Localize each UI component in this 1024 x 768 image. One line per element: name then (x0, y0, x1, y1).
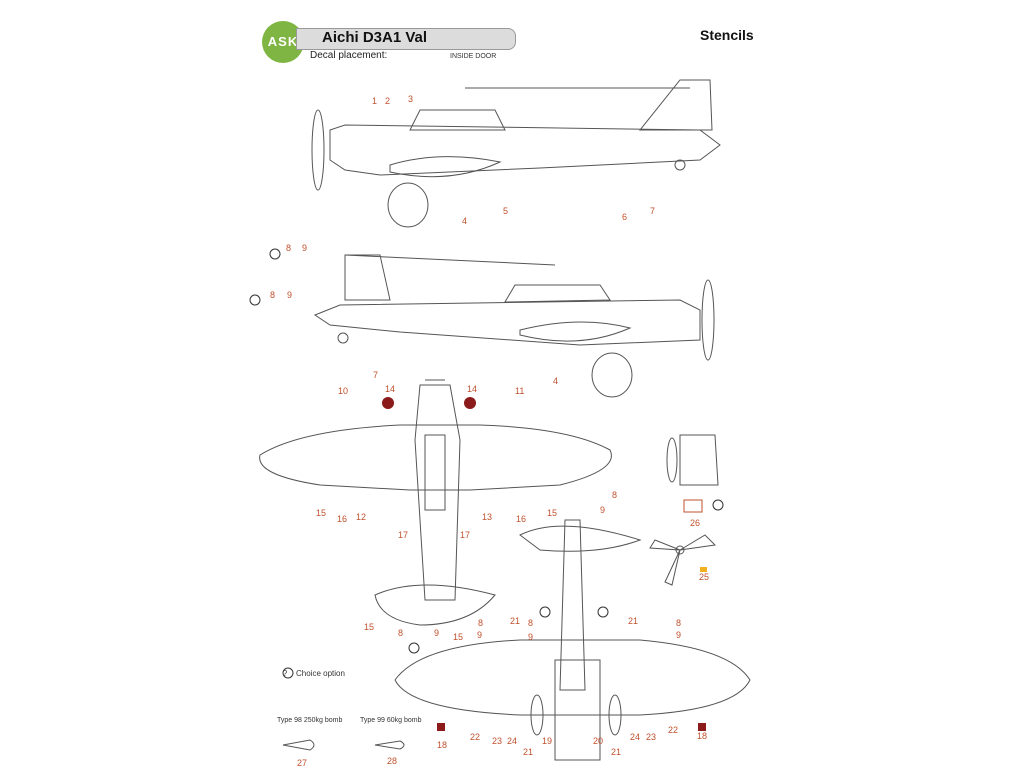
callout: 12 (356, 512, 366, 522)
callout: 22 (668, 725, 678, 735)
callout: 11 (515, 386, 524, 396)
callout: 8 (398, 628, 403, 638)
callout: 15 (364, 622, 374, 632)
callout: 5 (503, 206, 508, 216)
callout: 9 (434, 628, 439, 638)
callout: 9 (676, 630, 681, 640)
marking-18-left (437, 723, 445, 731)
bomb-250kg-number: 27 (297, 758, 307, 768)
callout: 9 (302, 243, 307, 253)
hinomaru-right (464, 397, 476, 409)
bomb-60kg (374, 740, 405, 750)
choice-option-label: Choice option (296, 669, 345, 678)
callout: 18 (437, 740, 447, 750)
callout: 9 (287, 290, 292, 300)
callout: 22 (470, 732, 480, 742)
tail-top-view (519, 519, 642, 691)
decal-placement-label: Decal placement: (310, 50, 388, 61)
callout: 4 (462, 216, 467, 226)
page-title: Aichi D3A1 Val (322, 29, 428, 46)
section-title: Stencils (700, 27, 754, 43)
side-view-top (311, 79, 721, 228)
bomb-60kg-number: 28 (387, 756, 397, 766)
choice-symbol: ? (283, 669, 288, 678)
top-view (259, 379, 612, 626)
callout: 8 (612, 490, 617, 500)
hinomaru-left (382, 397, 394, 409)
callout: 17 (460, 530, 470, 540)
choice-option-markers (249, 248, 724, 679)
callout: 8 (528, 618, 533, 628)
callout: 15 (316, 508, 326, 518)
underside-view (394, 639, 751, 761)
callout: 9 (477, 630, 482, 640)
callout: 25 (699, 572, 709, 582)
callout: 15 (547, 508, 557, 518)
bomb-250kg (282, 739, 315, 751)
callouts-tail: 8 9 15 8 9 (453, 490, 617, 642)
callout: 7 (650, 206, 655, 216)
callout: 13 (482, 512, 492, 522)
stencil-25 (700, 567, 707, 572)
callout: 2 (385, 96, 390, 106)
callout: 6 (622, 212, 627, 222)
callout: 20 (593, 736, 603, 746)
callout: 16 (516, 514, 526, 524)
callout: 14 (467, 384, 477, 394)
callout: 10 (338, 386, 348, 396)
callout: 8 (676, 618, 681, 628)
callout: 26 (690, 518, 700, 528)
propeller-detail (649, 534, 717, 586)
callouts-top: 10 14 14 11 12 13 15 16 16 15 17 17 15 8… (316, 384, 557, 638)
callouts-side1: 1 2 3 4 5 6 7 (372, 94, 655, 226)
callout: 7 (373, 370, 378, 380)
stencil-26 (683, 499, 703, 513)
marking-18-right (698, 723, 706, 731)
callouts-detail: 26 25 (690, 518, 709, 582)
callout: 23 (492, 736, 502, 746)
callout: 9 (528, 632, 533, 642)
callout: 23 (646, 732, 656, 742)
callout: 16 (337, 514, 347, 524)
callout: 8 (270, 290, 275, 300)
callouts-side2: 8 9 8 9 7 4 (270, 243, 558, 386)
callout: 17 (398, 530, 408, 540)
callout: 21 (510, 616, 520, 626)
callout: 15 (453, 632, 463, 642)
title-bar (296, 28, 516, 50)
callout: 21 (628, 616, 638, 626)
callout: 18 (697, 731, 707, 741)
inside-door-label: INSIDE DOOR (450, 53, 497, 60)
callout: 21 (523, 747, 533, 757)
callout: 8 (286, 243, 291, 253)
callout: 3 (408, 94, 413, 104)
callout: 21 (611, 747, 621, 757)
callout: 4 (553, 376, 558, 386)
callout: 24 (507, 736, 517, 746)
side-view-bottom (313, 254, 715, 398)
callout: 1 (372, 96, 377, 106)
callouts-underside: 8 9 21 21 8 9 22 18 23 24 19 21 20 24 23… (437, 616, 707, 757)
callout: 14 (385, 384, 395, 394)
bomb-60kg-label: Type 99 60kg bomb (360, 717, 422, 724)
nose-detail (666, 434, 719, 486)
callout: 8 (478, 618, 483, 628)
callout: 24 (630, 732, 640, 742)
callout: 9 (600, 505, 605, 515)
callout: 19 (542, 736, 552, 746)
bomb-250kg-label: Type 98 250kg bomb (277, 717, 343, 724)
